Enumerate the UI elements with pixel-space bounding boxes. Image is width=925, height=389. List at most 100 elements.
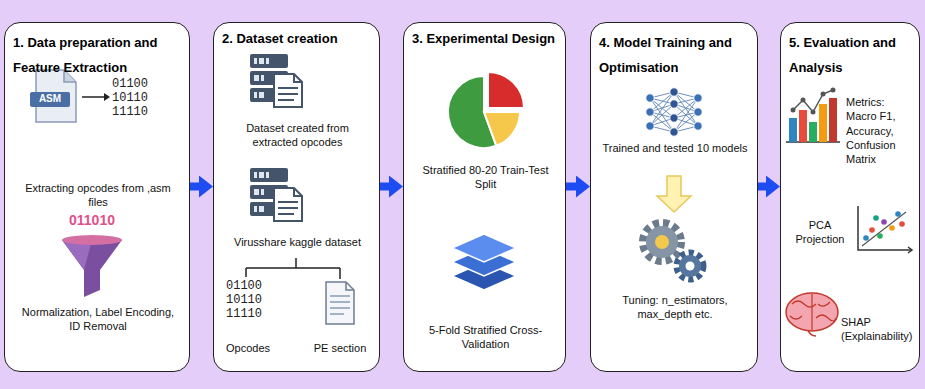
neural-network-icon: [674, 126, 698, 132]
gears-icon: [643, 223, 681, 261]
scatter-plot-icon: [908, 247, 912, 253]
gears-icon: [679, 255, 701, 277]
scatter-plot-icon: [895, 211, 901, 217]
stage-caption: Stratified 80-20 Train-Test Split: [414, 163, 557, 192]
brain-icon: [786, 293, 838, 331]
stage-panel: 4. Model Training and OptimisationTraine…: [590, 22, 758, 372]
small-arrow: [82, 93, 110, 101]
neural-network-icon: [650, 98, 674, 132]
pe-document-icon: [330, 301, 350, 303]
branch-lines: [295, 258, 297, 268]
neural-network-icon: [646, 108, 654, 116]
neural-network-icon: [694, 94, 702, 102]
scatter-plot-icon: [873, 215, 879, 221]
stage-caption: Virusshare kaggle dataset: [234, 235, 361, 249]
neural-network-icon: [650, 92, 674, 98]
funnel-icon: [62, 235, 122, 297]
bar-chart-icon: [809, 122, 817, 142]
stage-panel: 5. Evaluation and AnalysisMetrics: Macro…: [780, 22, 920, 372]
brain-icon: [786, 293, 838, 336]
neural-network-icon: [694, 122, 702, 130]
flow-arrow: [380, 183, 389, 191]
down-arrow: [657, 176, 691, 212]
scatter-plot-icon: [869, 227, 875, 233]
scatter-plot-icon: [858, 206, 912, 250]
binary-text: 01100 10110 11110: [226, 280, 268, 321]
neural-network-icon: [650, 112, 674, 132]
bar-chart-icon: [789, 118, 797, 142]
bar-chart-icon: [811, 110, 816, 115]
neural-network-icon: [674, 98, 698, 118]
small-arrow: [82, 96, 104, 98]
stage-caption: Metrics: Macro F1, Accuracy, Confusion M…: [846, 95, 918, 166]
bar-chart-icon: [819, 104, 827, 142]
pie-chart-icon: [488, 72, 524, 108]
pe-document-icon: [330, 295, 350, 297]
database-icon: [250, 168, 302, 221]
neural-network-icon: [674, 112, 698, 132]
database-icon: [250, 168, 302, 221]
neural-network-icon: [674, 118, 698, 126]
pie-chart-icon: [448, 76, 496, 148]
pe-document-icon: [346, 282, 354, 290]
neural-network-icon: [674, 112, 698, 118]
bar-chart-icon: [786, 88, 840, 143]
gears-icon: [646, 226, 678, 258]
branch-lines: [246, 258, 340, 279]
asm-file-icon: [64, 70, 76, 82]
neural-network-icon: [650, 126, 674, 132]
neural-network-icon: [650, 104, 674, 112]
neural-network-icon: [650, 112, 674, 118]
down-arrow: [657, 176, 691, 212]
brain-icon: [792, 301, 816, 307]
stage-caption: Tuning: n_estimators, max_depth etc.: [601, 293, 749, 322]
neural-network-icon: [670, 100, 678, 108]
binary-text: 011010: [57, 212, 127, 228]
database-icon: [250, 54, 302, 107]
stage-caption: PCA Projection: [785, 218, 855, 247]
scatter-plot-icon: [863, 235, 869, 241]
stage-heading: 3. Experimental Design: [412, 31, 559, 48]
pe-document-icon: [330, 313, 344, 315]
gears-icon: [686, 262, 695, 271]
neural-network-icon: [670, 128, 678, 136]
neural-network-icon: [650, 118, 674, 126]
layers-icon: [452, 248, 516, 276]
pe-document-icon: [326, 282, 354, 324]
neural-network-icon: [650, 98, 674, 118]
neural-network-icon: [674, 92, 698, 126]
binary-text: 01100 10110 11110: [112, 78, 154, 119]
branch-lines: [245, 268, 247, 277]
brain-icon: [808, 330, 816, 336]
stage-caption: PE section: [302, 341, 378, 355]
neural-network-icon: [670, 88, 678, 96]
neural-network-icon: [674, 98, 698, 132]
stage-caption: 5-Fold Stratified Cross-Validation: [414, 323, 557, 352]
stage-panel: 1. Data preparation and Feature Extracti…: [4, 22, 190, 372]
bar-chart-icon: [831, 88, 836, 93]
stage-caption: Dataset created from extracted opcodes: [224, 121, 371, 150]
pie-chart-icon: [448, 72, 524, 148]
scatter-plot-icon: [881, 219, 887, 225]
neural-network-icon: [674, 104, 698, 126]
small-arrow: [104, 93, 110, 101]
neural-network-icon: [694, 108, 702, 116]
neural-network-icon: [650, 98, 674, 104]
brain-icon: [816, 315, 836, 321]
stage-heading: 5. Evaluation and Analysis: [789, 31, 915, 80]
stage-panel: 3. Experimental DesignStratified 80-20 T…: [403, 22, 566, 372]
neural-network-icon: [646, 94, 654, 102]
branch-lines: [339, 268, 341, 279]
pie-chart-icon: [484, 112, 520, 146]
scatter-plot-icon: [858, 206, 912, 253]
gears-icon: [655, 235, 669, 249]
neural-network-icon: [674, 98, 698, 104]
bar-chart-icon: [793, 90, 833, 112]
bar-chart-icon: [791, 108, 796, 113]
scatter-plot-icon: [877, 233, 883, 239]
flow-arrow: [566, 183, 576, 191]
pe-document-icon: [330, 307, 350, 309]
neural-network-icon: [674, 92, 698, 112]
scatter-plot-icon: [862, 212, 906, 246]
